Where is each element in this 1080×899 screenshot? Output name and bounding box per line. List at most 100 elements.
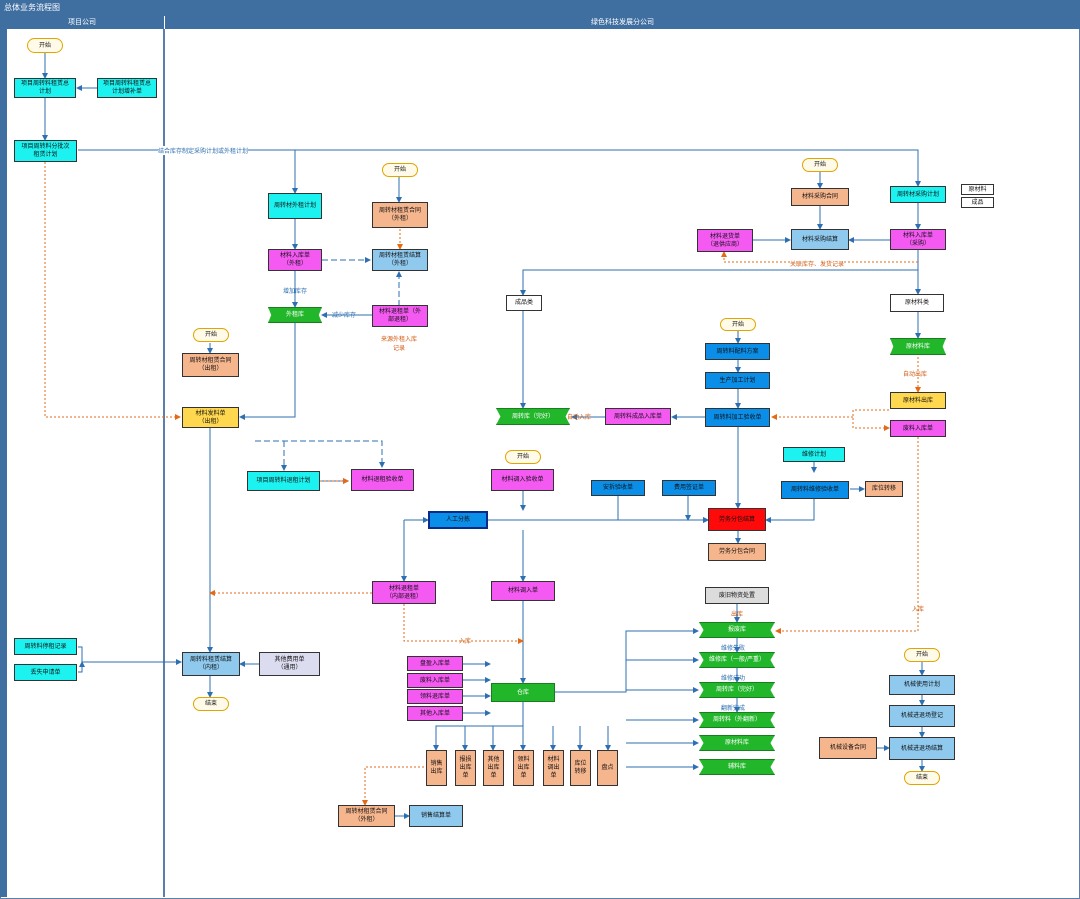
title-bar: 总体业务流程图 — [0, 0, 1080, 16]
node-picking-out: 领料 出库 单 — [513, 750, 534, 786]
node-raw: 原材料 — [961, 184, 994, 195]
node-manual-sort: 人工分拣 — [428, 511, 488, 529]
node-production-plan: 生产加工计划 — [705, 372, 770, 389]
label-plan-rule: 结合库存制定采购计划或外租计划 — [158, 146, 249, 155]
lane-project — [0, 29, 165, 897]
node-machine-settle: 机械进退场结算 — [889, 737, 955, 760]
node-labor-settle: 劳务分包结算 — [708, 508, 766, 531]
start-node-transfer: 开始 — [505, 450, 541, 464]
label-reduce-stock: 减少库存 — [332, 312, 357, 319]
node-raw-category: 原材料类 — [890, 294, 944, 312]
node-install-accept: 安拆验收单 — [591, 480, 645, 496]
node-turnover-store: 周转库（完好） — [699, 682, 775, 698]
node-material-in-purchase: 材料入库单 （采购） — [890, 229, 946, 250]
node-finished-in: 周转料成品入库单 — [605, 408, 671, 425]
node-raw-store: 原材料库 — [890, 338, 946, 355]
diagram-title: 总体业务流程图 — [4, 3, 60, 12]
node-sales-out: 销售 出库 — [426, 750, 447, 786]
start-node-process: 开始 — [720, 318, 756, 331]
node-fee-sign: 费用签证单 — [662, 480, 716, 496]
node-repair-accept: 周转料维修验收单 — [781, 481, 849, 499]
label-source-record: 来源外租入库 记录 — [381, 336, 418, 352]
node-labor-contract: 劳务分包合同 — [708, 543, 766, 561]
end-node-project: 结束 — [193, 697, 229, 711]
node-rent-settle-lend: 周转料租赁结算 （内租） — [182, 652, 240, 676]
node-material-return-supplier: 材料退货单 （退供应商） — [697, 229, 753, 252]
node-outrent-plan: 周转材外租计划 — [268, 193, 322, 219]
label-in-1: 入库 — [459, 638, 472, 645]
node-purchase-settle: 材料采购结算 — [791, 229, 849, 250]
node-batch-plan: 项目周转料分批次 租赁计划 — [14, 140, 77, 162]
node-other-out: 其他 出库 单 — [483, 750, 504, 786]
node-scrap-disposal: 废旧物资处置 — [705, 587, 769, 604]
node-finished: 成品 — [961, 197, 994, 208]
node-rawmat-store: 原材料库 — [699, 735, 775, 751]
node-transfer-in-accept: 材料调入验收单 — [491, 469, 554, 491]
node-stop-record: 周转料停租记录 — [14, 638, 77, 655]
node-scrap-in: 废料入库单 — [890, 420, 946, 437]
node-rent-settle-out: 周转材租赁结算 （外租） — [372, 249, 428, 271]
start-node-purchase: 开始 — [802, 158, 838, 172]
node-transfer-in: 材料调入单 — [491, 581, 555, 601]
node-machine-register: 机械进退场登记 — [889, 705, 955, 727]
node-scrap-store: 报废库 — [699, 622, 775, 638]
label-link-stock: 关联库存、发货记录 — [790, 259, 845, 268]
node-purchase-plan: 周转材采购计划 — [890, 186, 946, 203]
node-loss-apply: 丢失申请单 — [14, 664, 77, 681]
node-project-plan: 项目周转料租赁总 计划 — [14, 78, 76, 98]
label-auto-out: 自动出库 — [903, 371, 928, 378]
node-other-in: 其他入库单 — [407, 706, 463, 721]
node-project-return-plan: 项目周转料退租计划 — [247, 471, 320, 491]
node-rent-contract-out: 周转材租赁合同 （外租） — [372, 202, 428, 228]
lane-header-branch: 绿色科技发展分公司 — [165, 16, 1080, 29]
start-node-project: 开始 — [27, 38, 63, 53]
node-repair-plan: 维修计划 — [783, 447, 845, 462]
node-semi-category: 成品类 — [506, 295, 542, 311]
start-node-outrent: 开始 — [382, 163, 418, 177]
node-picking-return: 领料退库单 — [407, 689, 463, 704]
node-scrap-in-2: 废料入库单 — [407, 673, 463, 688]
node-inventory-check: 盘点 — [597, 750, 618, 786]
node-machine-plan: 机械使用计划 — [889, 675, 955, 695]
node-material-return-internal: 材料退租单 （内部退租） — [372, 581, 436, 604]
lane-label-branch: 绿色科技发展分公司 — [591, 18, 654, 26]
node-scrap-out: 报损 出库 单 — [455, 750, 476, 786]
start-node-lend: 开始 — [193, 328, 229, 342]
node-turnover-store-new: 周转料（外翻新） — [699, 712, 775, 728]
node-material-in-outrent: 材料入库单 （外租） — [268, 249, 322, 271]
end-node-machine: 结束 — [904, 771, 940, 785]
node-material-return-out: 材料退租单（外 部退租） — [372, 305, 428, 327]
start-node-machine: 开始 — [904, 648, 940, 662]
node-material-transfer-out: 材料 调出 单 — [543, 750, 564, 786]
node-inventory-surplus: 盘盈入库单 — [407, 656, 463, 671]
node-warehouse: 仓库 — [491, 683, 555, 702]
node-other-fee: 其他费用单 （通用） — [259, 652, 320, 676]
node-sales-settle: 销售结算单 — [409, 805, 463, 827]
label-renew: 翻新完成 — [721, 705, 746, 712]
node-stock-move: 库位转移 — [865, 481, 903, 497]
node-purchase-contract: 材料采购合同 — [791, 188, 849, 206]
node-project-plan-supplement: 项目周转料租赁总 计划增补单 — [97, 78, 157, 98]
label-out: 出库 — [731, 611, 744, 618]
label-in-2: 入库 — [912, 606, 925, 613]
node-rent-contract-lend: 周转材租赁合同 （出租） — [182, 353, 239, 377]
label-repair-ok: 维修成功 — [721, 675, 746, 682]
node-stock-transfer: 库位 转移 — [570, 750, 591, 786]
label-auto-in: 自动入库 — [567, 414, 592, 421]
lane-label-project: 项目公司 — [68, 18, 96, 26]
node-outrent-store: 外租库 — [268, 307, 322, 323]
node-process-accept: 周转料加工验收单 — [705, 408, 770, 427]
node-machine-contract: 机械设备合同 — [819, 737, 877, 759]
node-mix-plan: 周转料配料方案 — [705, 343, 770, 360]
lane-header-project: 项目公司 — [0, 16, 165, 29]
node-material-issue-lend: 材料发料单 （出租） — [182, 407, 239, 428]
node-raw-out: 原材料出库 — [890, 392, 946, 409]
node-rent-contract-out-2: 周转材租赁合同 （外租） — [338, 805, 395, 827]
label-repair-fail: 维修失败 — [721, 645, 746, 652]
node-repair-store: 维修库（一般/严重） — [699, 652, 775, 668]
label-add-stock: 增加库存 — [283, 288, 308, 295]
node-return-accept: 材料退租验收单 — [351, 469, 414, 491]
node-aux-store: 辅料库 — [699, 759, 775, 775]
node-store-good: 周转库（完好） — [496, 408, 570, 425]
